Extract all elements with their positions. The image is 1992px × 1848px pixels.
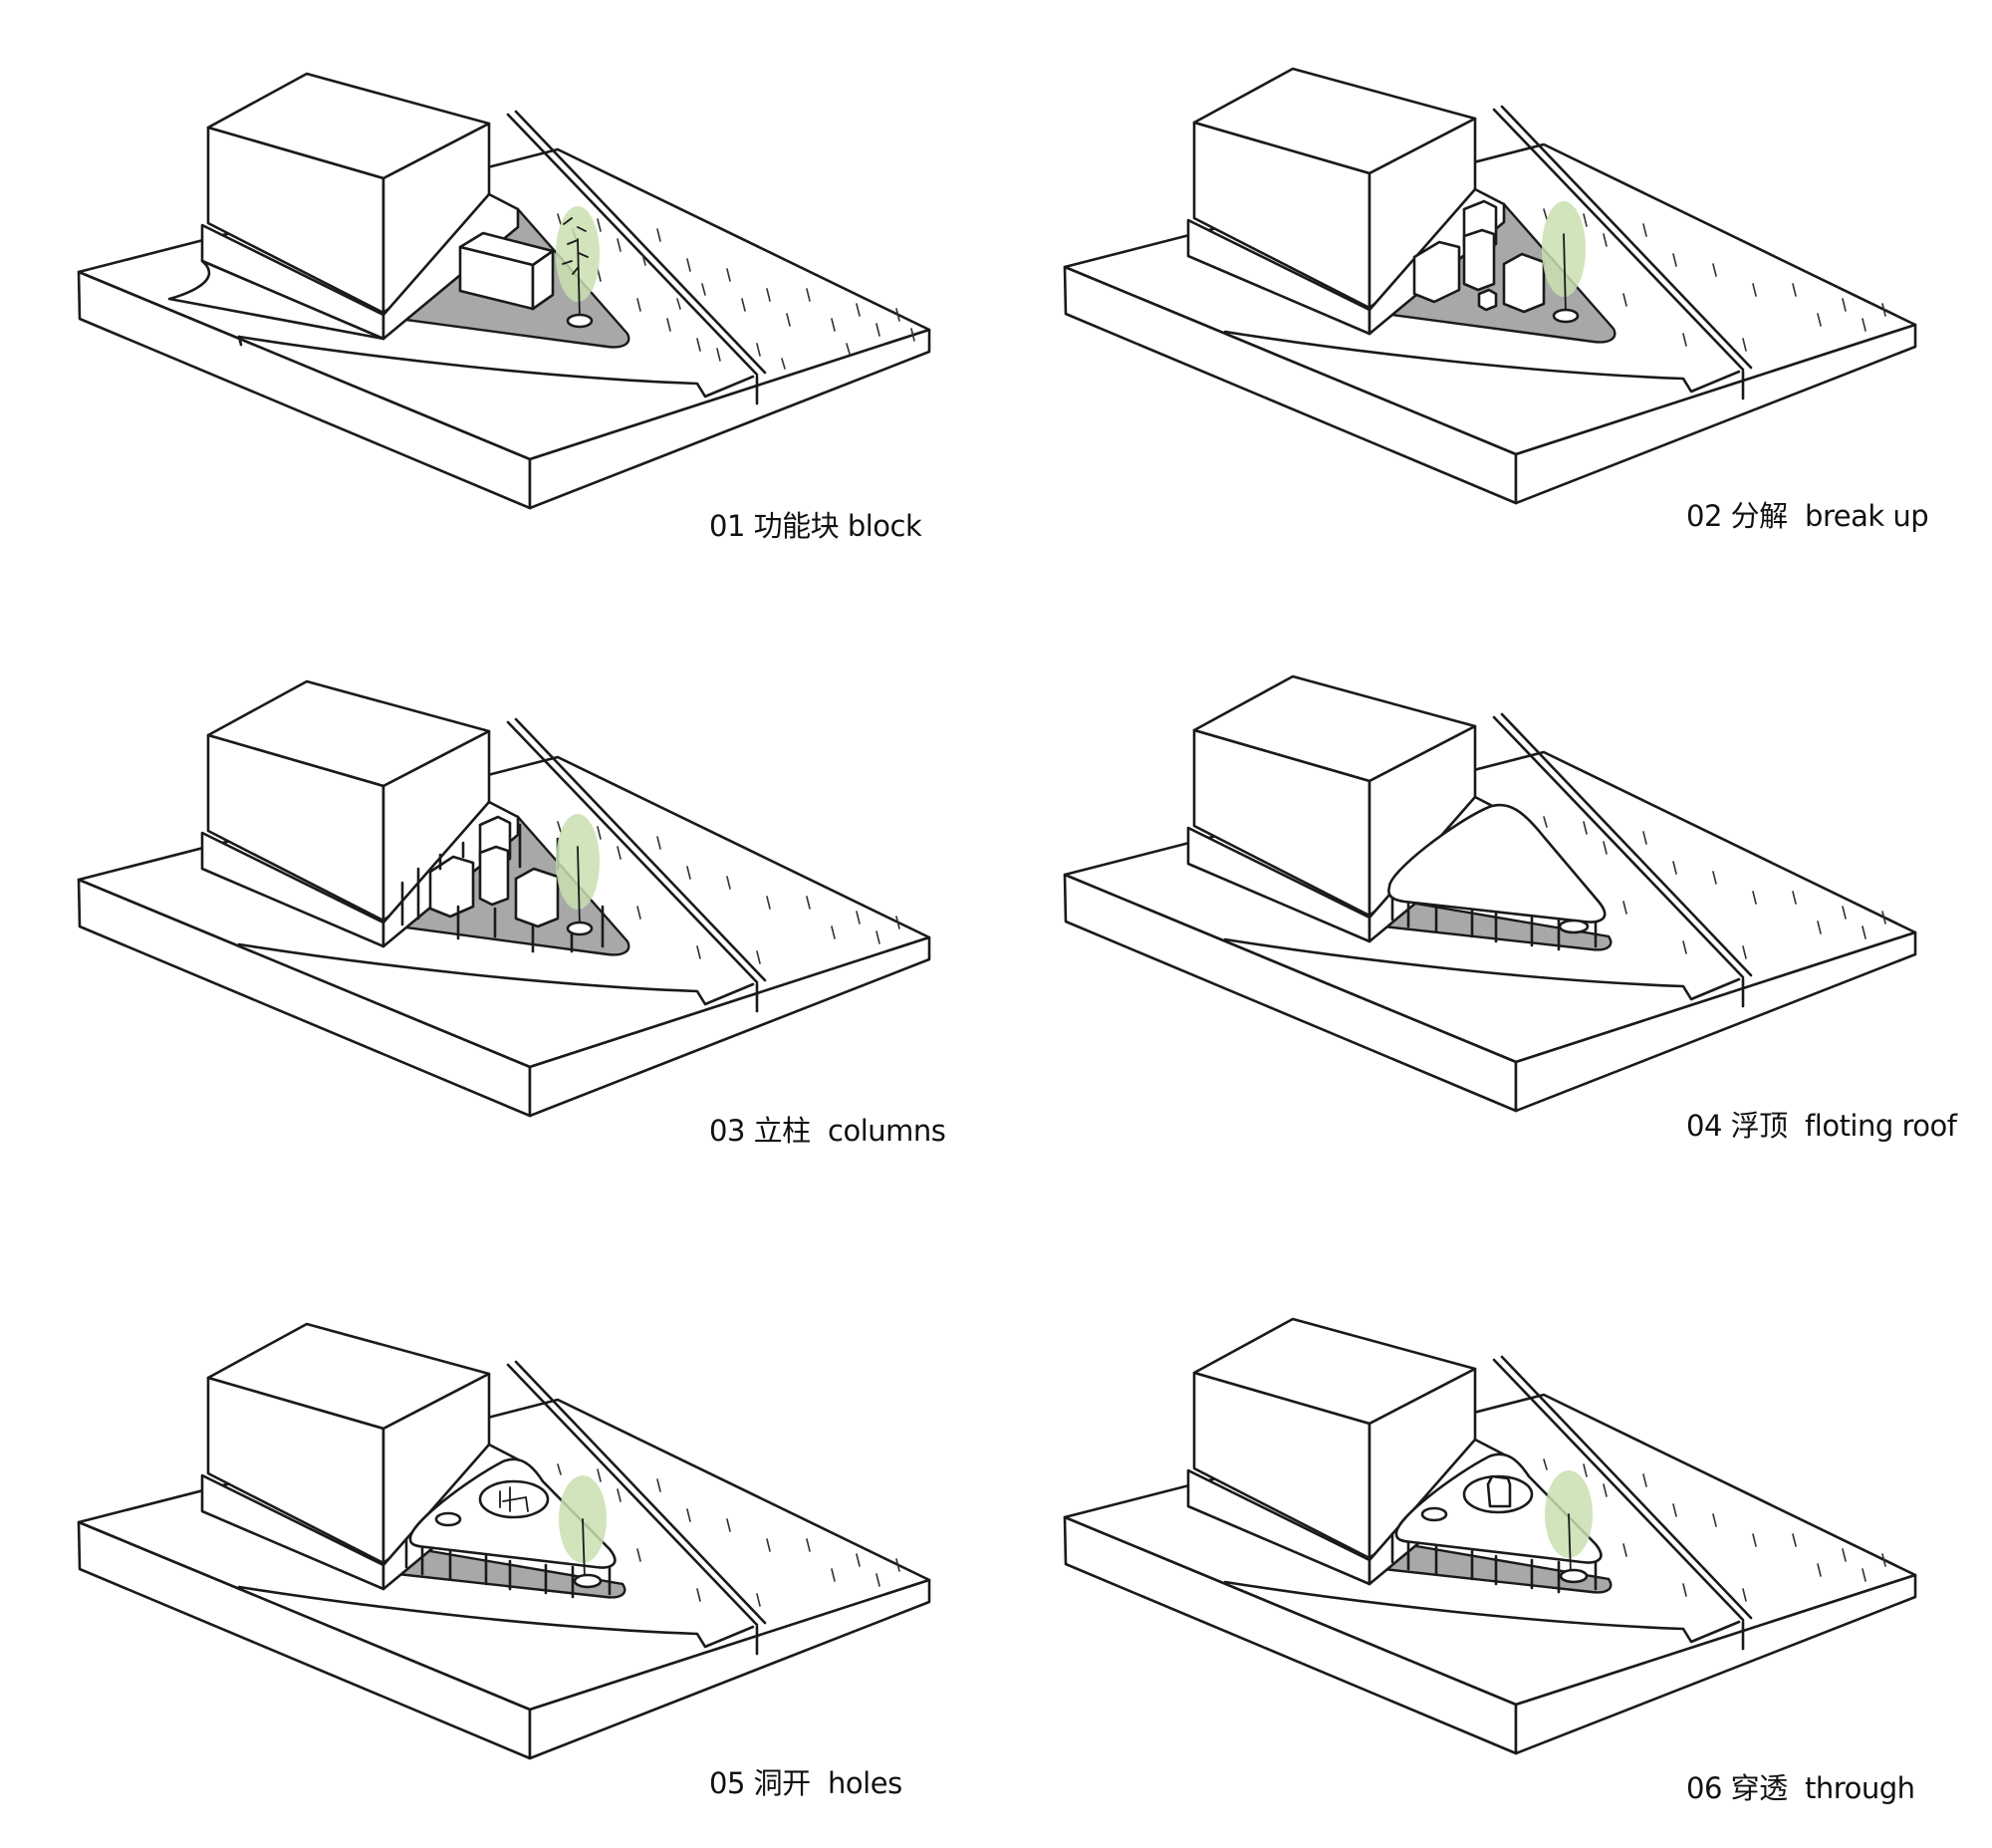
tree (1545, 1470, 1593, 1584)
panel-02-break-up: 02 分解 break up (986, 0, 1982, 593)
sketch-01 (77, 72, 931, 510)
sketch-05 (77, 1322, 931, 1760)
grass-hatching (1543, 816, 1886, 959)
tree (556, 206, 600, 329)
site-slab (1063, 712, 1917, 1113)
caption-02: 02 分解 break up (1686, 499, 1929, 533)
existing-building (167, 72, 520, 341)
panel-03-columns: 03 立柱 columns (0, 608, 996, 1205)
panel-04-floating-roof: 04 浮顶 floting roof (986, 603, 1982, 1200)
caption-06: 06 穿透 through (1686, 1771, 1915, 1805)
caption-03: 03 立柱 columns (709, 1114, 946, 1148)
floating-roof (1387, 803, 1607, 924)
panel-06-through: 06 穿透 through (986, 1245, 1982, 1843)
grass-hatching (557, 1463, 900, 1607)
sketch-04 (1063, 674, 1917, 1113)
tree (1542, 201, 1586, 324)
courtyard-ground (1372, 900, 1613, 951)
grass-hatching (557, 821, 900, 964)
caption-04: 04 浮顶 floting roof (1686, 1109, 1957, 1143)
panel-01-block: 01 功能块 block (0, 0, 996, 598)
columns (400, 823, 605, 953)
sketch-06 (1063, 1317, 1917, 1755)
blocks-and-columns (400, 815, 605, 953)
planter (1558, 919, 1590, 934)
grass-hatching (1543, 1458, 1886, 1602)
columns (404, 1537, 612, 1599)
roof-hole-small (434, 1511, 462, 1527)
caption-01: 01 功能块 block (709, 509, 922, 543)
tree (556, 814, 600, 936)
block-through-roof (1486, 1474, 1512, 1508)
function-block (458, 231, 555, 311)
existing-building (1186, 674, 1506, 943)
grass-hatching (1543, 208, 1886, 352)
panel-05-holes: 05 洞开 holes (0, 1250, 996, 1848)
existing-building (1186, 1317, 1506, 1586)
courtyard-ground (386, 1547, 626, 1599)
columns (1390, 1532, 1598, 1594)
sketch-03 (77, 679, 931, 1118)
courtyard-ground (1372, 1542, 1613, 1594)
roof-hole-small (1420, 1506, 1448, 1522)
site-slab (77, 1360, 931, 1760)
tree (559, 1475, 607, 1589)
broken-up-blocks (1412, 199, 1546, 314)
site-slab (1063, 1355, 1917, 1755)
sketch-02 (1063, 67, 1917, 505)
caption-05: 05 洞开 holes (709, 1766, 902, 1800)
